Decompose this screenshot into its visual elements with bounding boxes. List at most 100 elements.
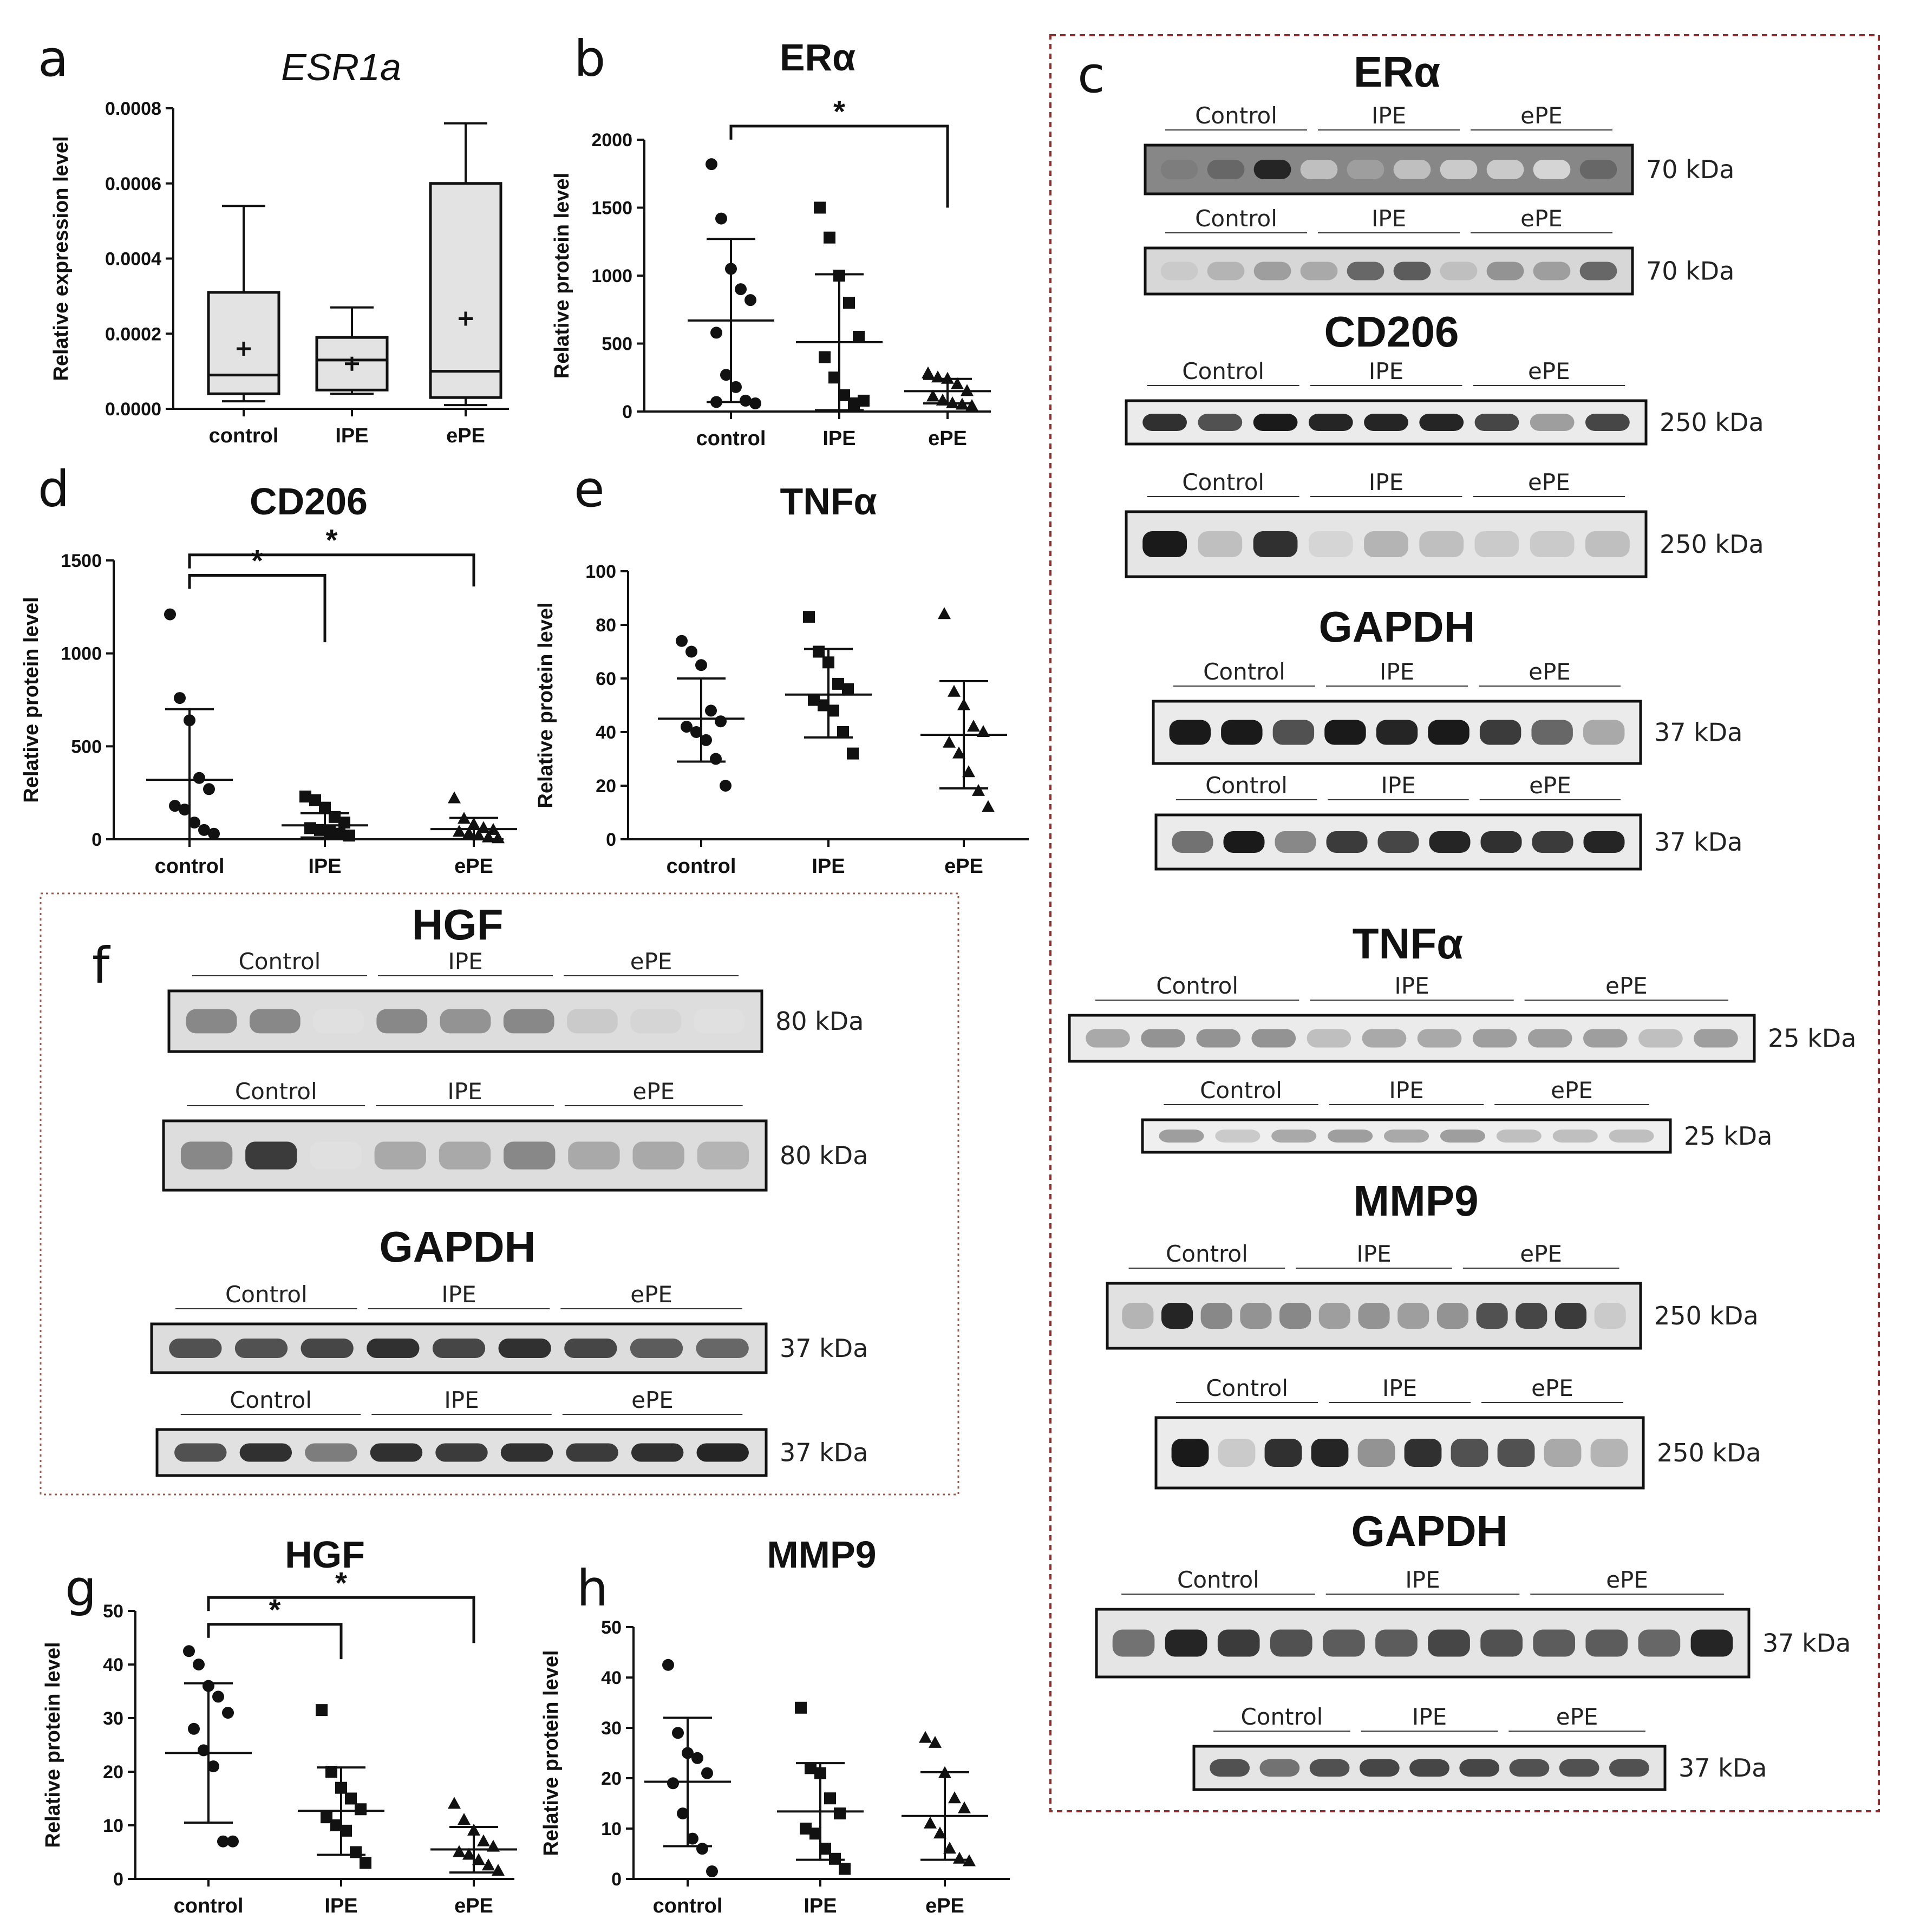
y-tick-label: 80	[596, 615, 616, 636]
data-point	[951, 377, 964, 389]
blot-band	[249, 1009, 301, 1034]
data-point	[948, 684, 961, 697]
blot-band	[1419, 414, 1464, 431]
y-tick-label: 1500	[61, 551, 102, 571]
group-IPE	[777, 1701, 864, 1875]
blot-band	[439, 1141, 491, 1170]
blot-band	[1142, 414, 1187, 431]
blot-band	[1264, 1439, 1302, 1467]
group-IPE	[785, 611, 872, 760]
data-point	[848, 397, 860, 409]
data-point	[700, 734, 712, 746]
blot-band	[1159, 1130, 1204, 1143]
blot-band	[1272, 720, 1315, 745]
panel-label-e: e	[574, 460, 605, 518]
y-tick-label: 50	[103, 1601, 123, 1622]
blot-band	[367, 1339, 420, 1358]
blot-group-label: ePE	[1520, 102, 1563, 129]
blot-band	[245, 1141, 297, 1170]
blot-membrane	[1106, 1282, 1642, 1350]
blot-band	[1609, 1759, 1649, 1777]
blot-band	[1583, 831, 1625, 853]
y-tick-label: 0.0008	[105, 99, 161, 119]
significance-bracket: *	[207, 1592, 343, 1660]
y-tick-label: 20	[596, 776, 616, 797]
blot-band	[1196, 1029, 1241, 1048]
blot-band	[1326, 831, 1368, 853]
blot-band	[1362, 1029, 1407, 1048]
data-point	[706, 1865, 718, 1878]
data-point	[837, 726, 849, 738]
data-point	[227, 1835, 239, 1848]
blot-kda-label: 70 kDa	[1646, 155, 1734, 184]
blot-band	[1532, 831, 1573, 853]
data-point	[819, 1843, 831, 1855]
x-tick-label: ePE	[454, 1895, 493, 1917]
blot-band	[1217, 1629, 1260, 1657]
chart-title: HGF	[285, 1533, 365, 1576]
data-point	[164, 608, 176, 621]
charts-layer: ESR1a0.00000.00020.00040.00060.0008Relat…	[20, 36, 1029, 1917]
blot-band	[1323, 1629, 1365, 1657]
blot-kda-label: 37 kDa	[1654, 718, 1742, 747]
data-point	[477, 1834, 490, 1846]
data-point	[943, 1842, 956, 1854]
y-tick-label: 40	[103, 1655, 123, 1675]
blot-band	[1531, 720, 1573, 745]
blot-band	[1253, 160, 1291, 179]
data-point	[462, 1848, 475, 1860]
blot-band	[1590, 1439, 1628, 1467]
blot-band	[310, 1141, 362, 1170]
data-point	[677, 1807, 689, 1820]
blot-band	[1480, 831, 1522, 853]
blot-band	[696, 1339, 749, 1358]
data-point	[853, 330, 865, 343]
group-ePE	[902, 1731, 988, 1866]
blot-band	[568, 1141, 620, 1170]
blot-group-label: Control	[1156, 972, 1238, 999]
y-tick-label: 0	[606, 830, 616, 850]
data-point	[350, 1846, 362, 1858]
blot-band	[1364, 414, 1408, 431]
blot-band	[1530, 531, 1575, 557]
blot-title: MMP9	[1353, 1177, 1478, 1225]
x-tick-label: IPE	[335, 425, 368, 447]
data-point	[309, 794, 321, 806]
blot-group-label: Control	[1240, 1703, 1323, 1730]
blot-band	[1474, 531, 1519, 557]
chart-title: ERα	[780, 36, 855, 79]
x-tick-label: control	[209, 425, 279, 447]
y-tick-label: 1500	[591, 198, 632, 219]
blot-band	[1459, 1759, 1500, 1777]
blot-group-label: IPE	[441, 1281, 476, 1308]
data-point	[203, 783, 215, 795]
blot-group-label: Control	[235, 1078, 317, 1105]
data-point	[685, 645, 697, 658]
blot-band	[1364, 531, 1408, 557]
data-point	[343, 830, 355, 842]
blot-band	[1440, 262, 1478, 280]
blot-band	[1347, 262, 1384, 280]
data-point	[824, 231, 835, 244]
blot-band	[239, 1443, 292, 1462]
data-point	[819, 351, 831, 363]
blot-band	[1404, 1439, 1442, 1467]
blot-band	[1141, 1029, 1185, 1048]
blot-group-label: Control	[225, 1281, 308, 1308]
blot-band	[370, 1443, 423, 1462]
blot-band	[1347, 160, 1384, 179]
data-point	[827, 704, 839, 717]
data-point	[193, 772, 205, 784]
y-axis-label: Relative protein level	[540, 1650, 563, 1856]
blot-kda-label: 80 kDa	[775, 1007, 864, 1036]
blot-band	[1638, 1029, 1683, 1048]
blot-kda-label: 37 kDa	[1654, 827, 1742, 857]
y-tick-label: 0.0004	[105, 249, 161, 270]
